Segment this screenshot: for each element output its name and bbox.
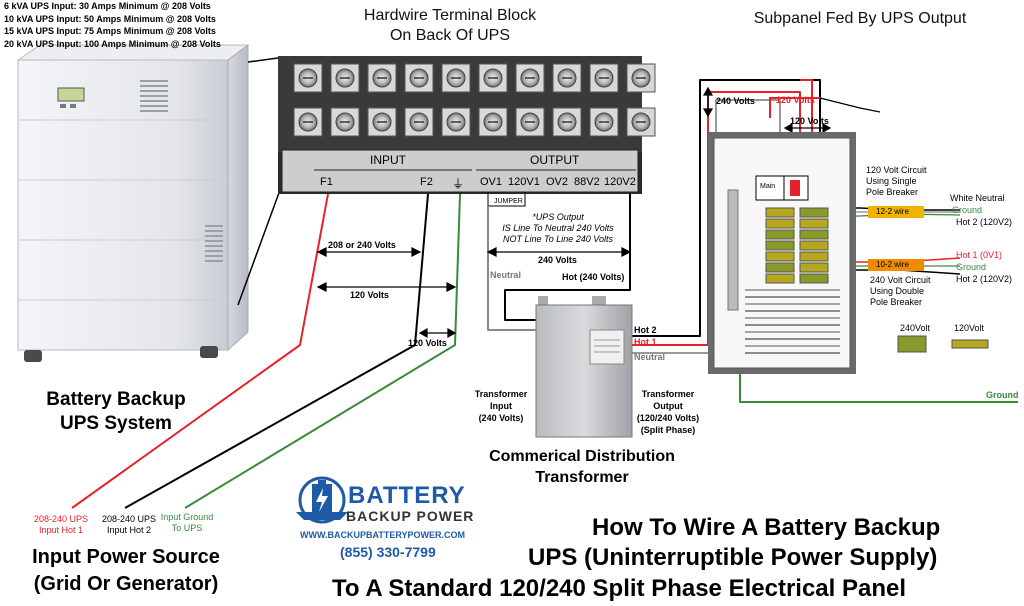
subpanel-title: Subpanel Fed By UPS Output [753, 10, 967, 27]
legend-120-label: 120Volt [954, 323, 985, 333]
ground-a-label: Ground [952, 205, 983, 215]
requirement-15kva: 15 kVA UPS Input: 75 Amps Minimum @ 208 … [4, 26, 216, 36]
breaker-right [799, 218, 829, 229]
panel-240v-label: 240 Volts [716, 96, 755, 106]
electrical-panel [708, 132, 856, 374]
breaker-left [765, 262, 795, 273]
brand-phone[interactable]: (855) 330-7799 [340, 544, 436, 560]
requirement-20kva: 20 kVA UPS Input: 100 Amps Minimum @ 208… [4, 38, 221, 49]
terminal-f1: F1 [320, 176, 333, 188]
hot-240-label: Hot (240 Volts) [562, 272, 625, 282]
measure-240-out: 240 Volts [538, 255, 577, 265]
breaker-left [765, 273, 795, 284]
breaker-right [799, 251, 829, 262]
ground-out-label: Ground [986, 390, 1019, 400]
jumper-label: JUMPER [494, 198, 523, 205]
terminal-ov2: OV2 [546, 176, 569, 188]
terminal-output-label: OUTPUT [530, 153, 580, 167]
breaker-left [765, 229, 795, 240]
circuit-240-note: 240 Volt Circuit Using Double Pole Break… [870, 275, 931, 307]
xfmr-hot1-label: Hot 1 [634, 337, 657, 347]
breaker-right [799, 229, 829, 240]
panel-120v-top-label: 120 Volts [776, 95, 815, 105]
legend-240-label: 240Volt [900, 323, 931, 333]
measure-120-a: 120 Volts [350, 290, 389, 300]
xfmr-hot2-label: Hot 2 [634, 325, 657, 335]
requirement-10kva: 10 kVA UPS Input: 50 Amps Minimum @ 208 … [4, 13, 216, 24]
transformer [535, 296, 633, 438]
main-breaker-label: Main [760, 183, 776, 190]
terminal-88v2: 88V2 [574, 176, 600, 188]
input-source-title: Input Power Source (Grid Or Generator) [32, 546, 220, 595]
circuit-120-note: 120 Volt Circuit Using Single Pole Break… [866, 165, 927, 197]
hot2-b-label: Hot 2 (120V2) [956, 274, 1013, 284]
terminal-block [278, 56, 656, 194]
terminal-input-label: INPUT [370, 153, 406, 167]
brand-name: BATTERY [348, 482, 466, 509]
terminal-f2: F2 [420, 176, 433, 188]
input-hot2-label: 208-240 UPS Input Hot 2 [101, 514, 157, 535]
terminal-120v1: 120V1 [508, 176, 540, 188]
breaker-left [765, 240, 795, 251]
main-title-line3: To A Standard 120/240 Split Phase Electr… [332, 575, 907, 602]
wire-12-2-label: 12-2 wire [876, 207, 909, 216]
xfmr-output-label: Transformer Output (120/240 Volts) (Spli… [636, 389, 700, 435]
neutral-label: Neutral [490, 270, 522, 280]
breaker-right [799, 240, 829, 251]
terminal-120v2: 120V2 [604, 176, 636, 188]
main-title-line1: How To Wire A Battery Backup [592, 514, 941, 541]
hot1-b-label: Hot 1 (0V1) [956, 250, 1003, 260]
input-hot1-label: 208-240 UPS Input Hot 1 [33, 514, 89, 535]
breaker-right [799, 262, 829, 273]
terminal-ov1: OV1 [480, 176, 503, 188]
terminal-ground: ⏚ [452, 177, 465, 191]
legend-240-swatch [897, 335, 927, 353]
measure-120-b: 120 Volts [408, 338, 447, 348]
ground-b-label: Ground [956, 262, 987, 272]
ups-output-note: *UPS Output IS Line To Neutral 240 Volts… [502, 212, 614, 244]
xfmr-title: Commerical Distribution Transformer [489, 448, 675, 486]
requirement-6kva: 6 kVA UPS Input: 30 Amps Minimum @ 208 V… [4, 1, 211, 11]
main-title-line2: UPS (Uninterruptible Power Supply) [528, 544, 938, 571]
breaker-left [765, 251, 795, 262]
measurement-arrows [316, 86, 832, 339]
hot2-a-label: Hot 2 (120V2) [956, 217, 1013, 227]
breaker-right [799, 273, 829, 284]
brand-url[interactable]: WWW.BACKUPBATTERYPOWER.COM [300, 530, 465, 540]
xfmr-input-label: Transformer Input (240 Volts) [474, 389, 528, 423]
battery-logo [296, 476, 348, 524]
ups-unit [16, 44, 250, 362]
ups-label: Battery Backup UPS System [46, 389, 186, 434]
wire-10-2-label: 10-2 wire [876, 260, 909, 269]
brand-subtitle: BACKUP POWER [346, 508, 475, 524]
measure-208-240: 208 or 240 Volts [328, 240, 396, 250]
wire-10-2-box [868, 259, 924, 271]
input-ground-label: Input Ground To UPS [160, 512, 214, 533]
xfmr-neutral-label: Neutral [634, 352, 666, 362]
breaker-left [765, 207, 795, 218]
ups-input-requirements: 6 kVA UPS Input: 30 Amps Minimum @ 208 V… [4, 0, 221, 50]
terminal-block-title: Hardwire Terminal Block On Back Of UPS [363, 7, 537, 44]
white-neutral-label: White Neutral [950, 193, 1005, 203]
breaker-right [799, 207, 829, 218]
breaker-left [765, 218, 795, 229]
wire-12-2-box [868, 206, 924, 218]
legend-120-swatch [951, 339, 989, 349]
panel-120v-mid-label: 120 Volts [790, 116, 829, 126]
